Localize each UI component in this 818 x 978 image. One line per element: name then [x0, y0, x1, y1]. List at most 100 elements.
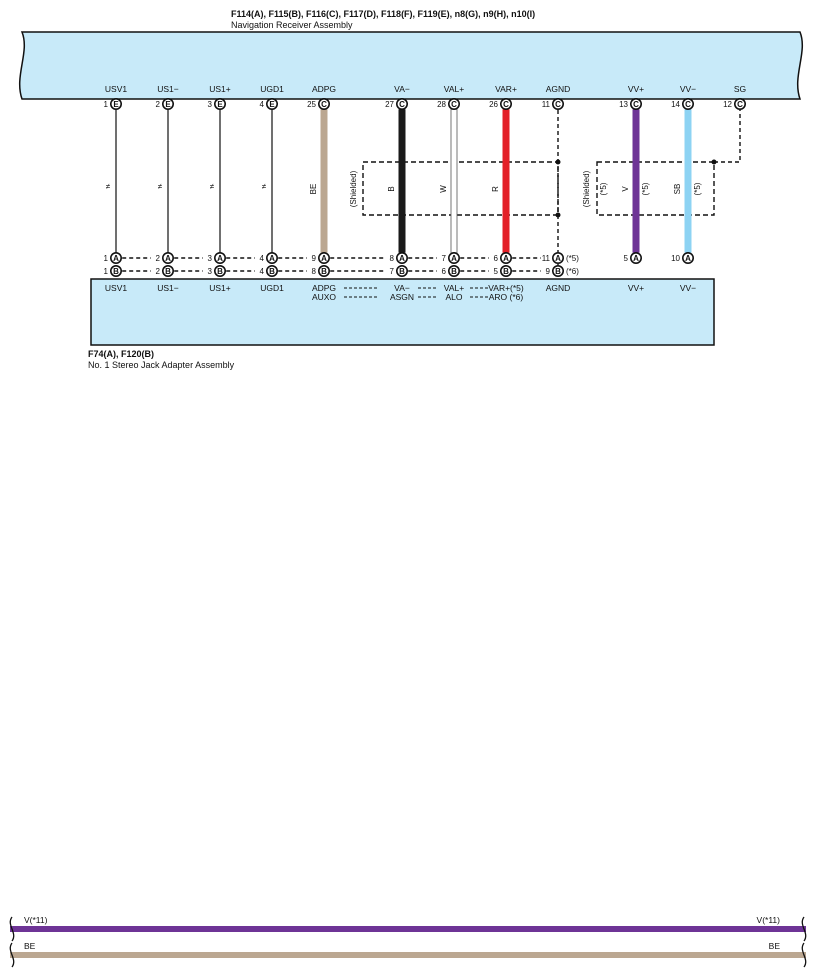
- col-adpg-bot-b-pin-letter: B: [321, 267, 327, 276]
- shield-right-label: (Shielded): [582, 170, 591, 207]
- col-vvp-wire-note: (*5): [641, 182, 650, 195]
- col-us1m-bot-b-pin: [162, 264, 175, 277]
- col-agnd-top-pin-circle: [551, 98, 564, 111]
- col-adpg-bot-a-pin: [317, 252, 330, 265]
- col-varp-top-label: VAR+: [495, 84, 517, 94]
- col-us1p-wire-label: ≠: [210, 182, 215, 191]
- col-vvm-top-label: VV−: [680, 84, 696, 94]
- col-adpg-top-conn: C: [321, 100, 327, 109]
- col-agnd-bot-b-num: 9: [546, 267, 551, 276]
- col-us1p-top-conn: E: [217, 100, 223, 109]
- col-vam-wire-label: B: [387, 186, 396, 191]
- col-adpg-top-label: ADPG: [312, 84, 336, 94]
- col-varp-wire-label: R: [491, 186, 500, 192]
- top-assembly-connectors: F114(A), F115(B), F116(C), F117(D), F118…: [231, 9, 536, 19]
- col-us1p-bot-a-pin: [214, 252, 227, 265]
- col-us1m-top-pin-circle: [162, 98, 175, 111]
- col-valp-top-pin-circle: [447, 98, 460, 111]
- bottom-assembly-name: No. 1 Stereo Jack Adapter Assembly: [88, 360, 235, 370]
- col-valp-bot-b-pin: [447, 264, 460, 277]
- col-vam-bot-b-num: 7: [390, 267, 395, 276]
- col-us1p-bot-b-pin-letter: B: [217, 267, 223, 276]
- col-ugd1-top-pin: 4: [260, 100, 265, 109]
- col-ugd1-top-label: UGD1: [260, 84, 284, 94]
- col-agnd-bot-label: AGND: [546, 283, 571, 293]
- col-us1m-bot-label: US1−: [157, 283, 179, 293]
- purple-bus-left-label: V(*11): [24, 915, 48, 925]
- col-vvp-bot-a-pin-letter: A: [633, 254, 639, 263]
- col-vam-bot-label: VA−: [394, 283, 410, 293]
- col-varp-top-pin: 26: [489, 100, 498, 109]
- col-vvp-top-conn: C: [633, 100, 639, 109]
- top-assembly-name: Navigation Receiver Assembly: [231, 20, 353, 30]
- purple-bus-right-label: V(*11): [757, 915, 781, 925]
- col-valp-bot-a-num: 7: [442, 254, 447, 263]
- shield-left-label: (Shielded): [349, 170, 358, 207]
- col-sg-top-label: SG: [734, 84, 746, 94]
- col-agnd-top-label: AGND: [546, 84, 571, 94]
- col-adpg-bot-a-pin-letter: A: [321, 254, 327, 263]
- col-usv1-bot-a-pin: [110, 252, 123, 265]
- col-ugd1-top-conn: E: [269, 100, 275, 109]
- col-varp-bot-b-pin: [499, 264, 512, 277]
- col-us1m-bot-b-num: 2: [156, 267, 161, 276]
- col-vvm-top-conn: C: [685, 100, 691, 109]
- col-vvp-bot-a-pin: [629, 252, 642, 265]
- col-ugd1-bot-b-pin-letter: B: [269, 267, 275, 276]
- col-vvm-bot-a-pin: [681, 252, 694, 265]
- col-usv1-bot-a-num: 1: [104, 254, 109, 263]
- col-ugd1-bot-a-pin-letter: A: [269, 254, 275, 263]
- col-ugd1-top-pin-circle: [265, 98, 278, 111]
- col-vvm-wire-note: (*5): [693, 182, 702, 195]
- col-adpg-top-pin: 25: [307, 100, 316, 109]
- col-vam-bot-a-num: 8: [390, 254, 395, 263]
- col-vam-bot-a-pin-letter: A: [399, 254, 405, 263]
- col-vvp-top-pin-circle: [629, 98, 642, 111]
- col-us1m-bot-b-pin-letter: B: [165, 267, 171, 276]
- col-valp-top-label: VAL+: [444, 84, 464, 94]
- col-varp-bot-a-num: 6: [494, 254, 499, 263]
- col-valp-bot-label2: ALO: [445, 292, 462, 302]
- col-us1m-top-pin: 2: [156, 100, 161, 109]
- stereo-jack-adapter-box: [90, 278, 715, 346]
- col-varp-top-pin-circle: [499, 98, 512, 111]
- col-valp-wire: [450, 108, 458, 254]
- col-usv1-top-pin: 1: [104, 100, 109, 109]
- col-us1m-bot-a-pin: [162, 252, 175, 265]
- col-valp-wire-label: W: [439, 185, 448, 193]
- col-valp-bot-a-pin-letter: A: [451, 254, 457, 263]
- col-us1m-bot-a-pin-letter: A: [165, 254, 171, 263]
- col-vam-top-pin-circle: [395, 98, 408, 111]
- col-usv1-bot-b-pin: [110, 264, 123, 277]
- col-valp-bot-b-pin-letter: B: [451, 267, 457, 276]
- col-vvp-wire-label: V: [621, 186, 630, 192]
- col-valp-bot-b-num: 6: [442, 267, 447, 276]
- tan-bus-break-right: [801, 942, 807, 968]
- col-vvm-bot-label: VV−: [680, 283, 696, 293]
- col-agnd-bot-b-pin: [551, 264, 564, 277]
- col-vvp-bot-a-num: 5: [624, 254, 629, 263]
- col-sg-top-conn: C: [737, 100, 743, 109]
- col-vam-bot-label2: ASGN: [390, 292, 414, 302]
- col-varp-bot-label: VAR+(*5): [488, 283, 524, 293]
- shield-box-right: [596, 161, 715, 216]
- col-adpg-bot-b-num: 8: [312, 267, 317, 276]
- col-usv1-bot-a-pin-letter: A: [113, 254, 119, 263]
- col-agnd-bot-b-pin-letter: B: [555, 267, 561, 276]
- col-valp-top-conn: C: [451, 100, 457, 109]
- col-us1m-bot-a-num: 2: [156, 254, 161, 263]
- col-usv1-bot-label: USV1: [105, 283, 127, 293]
- col-agnd-bot-a-pin-letter: A: [555, 254, 561, 263]
- col-ugd1-bot-b-num: 4: [260, 267, 265, 276]
- col-ugd1-bot-label: UGD1: [260, 283, 284, 293]
- col-adpg-bot-b-pin: [317, 264, 330, 277]
- purple-bus-break-left: [9, 916, 15, 942]
- navigation-receiver-box: [18, 31, 804, 100]
- col-agnd-bot-b-note: (*6): [566, 267, 579, 276]
- col-usv1-top-label: USV1: [105, 84, 127, 94]
- col-ugd1-bot-b-pin: [265, 264, 278, 277]
- col-valp-top-pin: 28: [437, 100, 446, 109]
- col-adpg-bot-label: ADPG: [312, 283, 336, 293]
- col-usv1-bot-b-pin-letter: B: [113, 267, 119, 276]
- col-agnd-top-conn: C: [555, 100, 561, 109]
